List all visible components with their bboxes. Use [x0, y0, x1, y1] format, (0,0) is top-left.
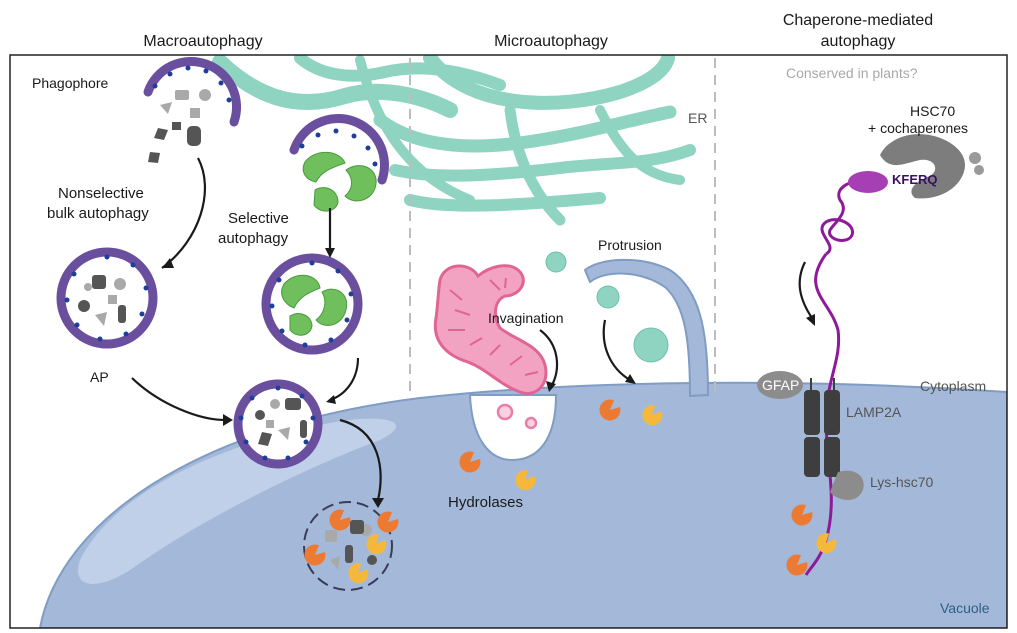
hsc70-chaperone	[880, 134, 984, 199]
kferq-motif	[848, 171, 888, 193]
label-vacuole: Vacuole	[940, 600, 990, 616]
lamp2a-complex	[804, 378, 840, 477]
label-lamp2a: LAMP2A	[846, 404, 902, 420]
label-nonselective-line2: bulk autophagy	[47, 205, 149, 222]
label-kferq: KFERQ	[892, 172, 938, 187]
label-conserved-in-plants: Conserved in plants?	[786, 65, 918, 81]
label-hydrolases: Hydrolases	[448, 494, 523, 511]
degrading-autophagic-body	[303, 501, 399, 591]
vesicle-small-2	[524, 416, 538, 430]
er-vesicle-3	[633, 327, 669, 363]
label-nonselective-line1: Nonselective	[58, 185, 144, 202]
vesicle-small-1	[496, 403, 514, 421]
pathway-arrows	[131, 157, 813, 501]
mitochondrion	[433, 264, 548, 395]
phagophore	[143, 56, 242, 163]
label-phagophore: Phagophore	[32, 75, 109, 91]
lys-hsc70-protein	[830, 470, 864, 500]
vacuole-highlight	[78, 418, 397, 584]
label-gfap: GFAP	[762, 377, 799, 393]
label-lys-hsc70: Lys-hsc70	[870, 474, 934, 490]
label-er: ER	[688, 110, 707, 126]
header-microautophagy: Microautophagy	[494, 33, 608, 50]
er-vesicle-1	[545, 251, 567, 273]
autophagosome-selective	[261, 253, 363, 355]
invagination-cavity	[468, 394, 558, 462]
er-network	[212, 55, 696, 226]
label-hsc70-line2: + cochaperones	[868, 120, 968, 136]
label-selective-line1: Selective	[228, 210, 289, 227]
label-protrusion: Protrusion	[598, 237, 662, 253]
gfap-protein	[757, 371, 803, 399]
protrusion-membrane	[583, 258, 710, 398]
label-ap: AP	[90, 369, 109, 385]
label-hsc70-line1: HSC70	[910, 103, 955, 119]
label-selective-line2: autophagy	[218, 230, 289, 247]
autophagosome-nonselective	[56, 247, 158, 349]
arrow-heads	[162, 248, 815, 508]
label-cytoplasm: Cytoplasm	[920, 378, 986, 394]
header-cma-line1: Chaperone-mediated	[783, 12, 933, 29]
selective-phagophore	[289, 114, 389, 212]
header-macroautophagy: Macroautophagy	[143, 33, 262, 50]
autophagosome-fusing	[233, 379, 323, 469]
label-invagination: Invagination	[488, 310, 564, 326]
panel-frame	[9, 54, 1008, 629]
er-vesicle-2	[596, 285, 620, 309]
header-cma-line2: autophagy	[821, 33, 896, 50]
